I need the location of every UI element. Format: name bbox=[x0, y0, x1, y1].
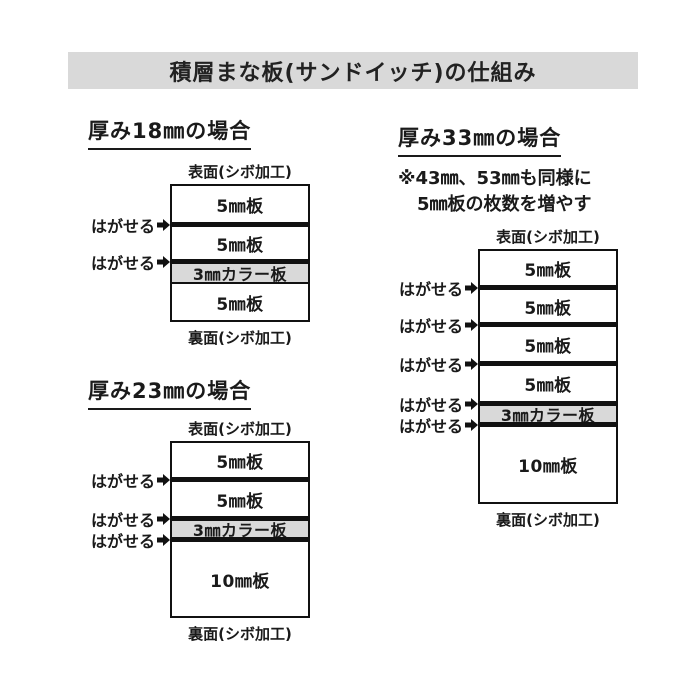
peel-text: はがせる bbox=[90, 216, 155, 236]
layer-divider: はがせる bbox=[399, 417, 618, 436]
diagram-33mm-heading: 厚み33㎜の場合 bbox=[398, 122, 562, 157]
layer-divider: はがせる bbox=[91, 511, 310, 530]
layer-3mm-color: 3㎜カラー板 bbox=[172, 264, 308, 284]
front-surface-label: 表面(シボ加工) bbox=[496, 228, 600, 246]
peel-arrow-icon bbox=[465, 281, 478, 294]
layer-5mm: 5㎜板 bbox=[216, 196, 264, 217]
back-surface-label: 裏面(シボ加工) bbox=[188, 625, 292, 643]
layer-5mm: 5㎜板 bbox=[524, 336, 572, 357]
peel-arrow-icon bbox=[157, 255, 170, 268]
layer-divider: はがせる bbox=[91, 532, 310, 551]
page-title: 積層まな板(サンドイッチ)の仕組み bbox=[68, 52, 638, 89]
diagram-18mm: 厚み18㎜の場合 表面(シボ加工) 5㎜板 はがせる 5㎜板 はがせる 3㎜カラ… bbox=[88, 115, 328, 365]
peel-arrow-icon bbox=[157, 218, 170, 231]
peel-arrow-icon bbox=[465, 318, 478, 331]
layer-divider: はがせる bbox=[91, 254, 310, 273]
diagram-33mm: 厚み33㎜の場合 ※43㎜、53㎜も同様に 5㎜板の枚数を増やす 表面(シボ加工… bbox=[398, 122, 648, 542]
peel-label: はがせる bbox=[399, 392, 478, 416]
layer-5mm: 5㎜板 bbox=[524, 260, 572, 281]
peel-arrow-icon bbox=[157, 473, 170, 486]
peel-text: はがせる bbox=[398, 395, 463, 415]
note-line-2: 5㎜板の枚数を増やす bbox=[417, 194, 592, 216]
layer-3mm-color: 3㎜カラー板 bbox=[172, 521, 308, 540]
layer-divider: はがせる bbox=[399, 280, 618, 299]
diagram-23mm-heading: 厚み23㎜の場合 bbox=[88, 375, 252, 410]
board-stack-18mm: 5㎜板 はがせる 5㎜板 はがせる 3㎜カラー板 5㎜板 bbox=[91, 184, 310, 322]
back-surface-label: 裏面(シボ加工) bbox=[188, 329, 292, 347]
board-stack-23mm: 5㎜板 はがせる 5㎜板 はがせる 3㎜カラー板 はがせる 10㎜板 bbox=[91, 441, 310, 618]
note-line-1: ※43㎜、53㎜も同様に bbox=[398, 168, 592, 189]
layer-5mm: 5㎜板 bbox=[216, 452, 264, 473]
peel-label: はがせる bbox=[91, 250, 170, 274]
layer-divider: はがせる bbox=[91, 472, 310, 491]
peel-text: はがせる bbox=[398, 416, 463, 436]
diagram-23mm: 厚み23㎜の場合 表面(シボ加工) 5㎜板 はがせる 5㎜板 はがせる 3㎜カラ… bbox=[88, 375, 328, 665]
layer-5mm: 5㎜板 bbox=[216, 491, 264, 512]
front-surface-label: 表面(シボ加工) bbox=[188, 420, 292, 438]
front-surface-label: 表面(シボ加工) bbox=[188, 163, 292, 181]
layer-divider: はがせる bbox=[399, 396, 618, 415]
peel-arrow-icon bbox=[465, 418, 478, 431]
peel-arrow-icon bbox=[465, 397, 478, 410]
peel-text: はがせる bbox=[398, 355, 463, 375]
peel-text: はがせる bbox=[398, 316, 463, 336]
peel-label: はがせる bbox=[399, 413, 478, 437]
layer-divider: はがせる bbox=[399, 356, 618, 375]
layer-10mm: 10㎜板 bbox=[210, 571, 270, 592]
peel-label: はがせる bbox=[399, 313, 478, 337]
layer-5mm: 5㎜板 bbox=[524, 298, 572, 319]
layer-3mm-color: 3㎜カラー板 bbox=[480, 406, 616, 425]
peel-text: はがせる bbox=[90, 510, 155, 530]
layer-divider-thin bbox=[170, 282, 310, 284]
peel-label: はがせる bbox=[91, 507, 170, 531]
peel-arrow-icon bbox=[157, 512, 170, 525]
layer-5mm: 5㎜板 bbox=[216, 235, 264, 256]
peel-text: はがせる bbox=[90, 253, 155, 273]
peel-label: はがせる bbox=[91, 528, 170, 552]
peel-text: はがせる bbox=[398, 279, 463, 299]
diagram-33mm-note: ※43㎜、53㎜も同様に 5㎜板の枚数を増やす bbox=[398, 166, 592, 218]
peel-label: はがせる bbox=[399, 276, 478, 300]
layer-5mm: 5㎜板 bbox=[524, 376, 572, 396]
peel-label: はがせる bbox=[399, 352, 478, 376]
peel-arrow-icon bbox=[465, 357, 478, 370]
layer-divider: はがせる bbox=[399, 317, 618, 336]
diagram-18mm-heading: 厚み18㎜の場合 bbox=[88, 115, 252, 150]
peel-label: はがせる bbox=[91, 468, 170, 492]
peel-text: はがせる bbox=[90, 471, 155, 491]
back-surface-label: 裏面(シボ加工) bbox=[496, 511, 600, 529]
layer-5mm: 5㎜板 bbox=[216, 294, 264, 315]
board-stack-33mm: 5㎜板 はがせる 5㎜板 はがせる 5㎜板 はがせる 5㎜板 はがせる bbox=[399, 249, 618, 504]
peel-text: はがせる bbox=[90, 531, 155, 551]
peel-arrow-icon bbox=[157, 533, 170, 546]
layer-divider: はがせる bbox=[91, 217, 310, 236]
layer-10mm: 10㎜板 bbox=[518, 457, 578, 477]
peel-label: はがせる bbox=[91, 213, 170, 237]
